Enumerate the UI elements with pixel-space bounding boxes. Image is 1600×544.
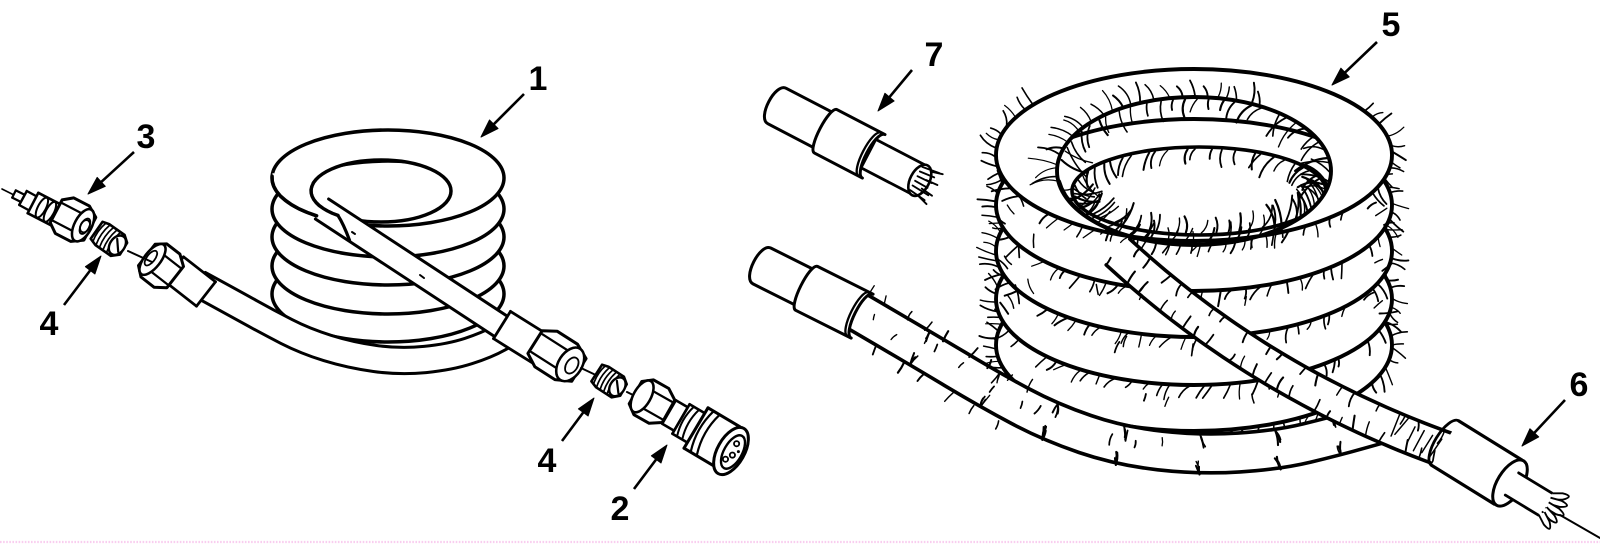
svg-text:2: 2: [611, 490, 630, 528]
svg-text:3: 3: [137, 118, 156, 156]
svg-text:7: 7: [925, 36, 944, 74]
svg-text:4: 4: [40, 305, 59, 343]
svg-text:1: 1: [529, 60, 548, 98]
svg-text:4: 4: [538, 442, 557, 480]
svg-text:6: 6: [1570, 366, 1589, 404]
svg-text:5: 5: [1382, 6, 1401, 44]
